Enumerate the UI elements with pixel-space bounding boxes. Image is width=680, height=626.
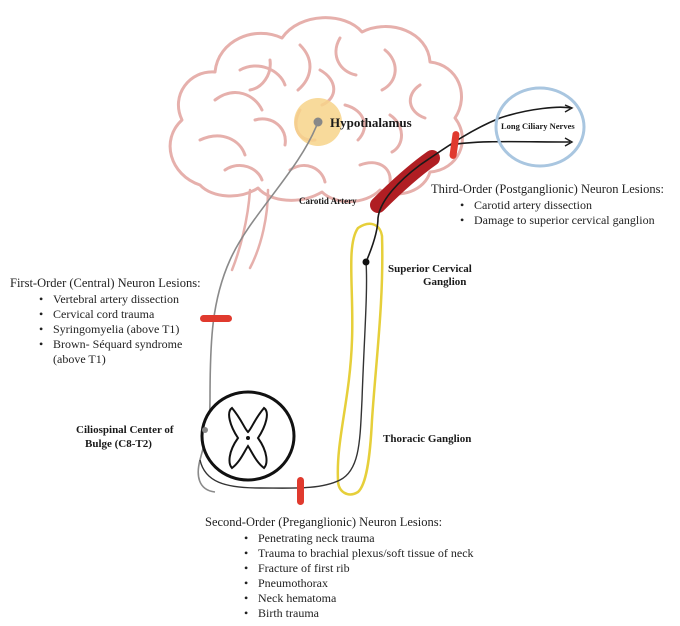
ciliospinal-node <box>202 427 208 433</box>
list-item: Vertebral artery dissection <box>39 292 243 307</box>
first-order-heading: First-Order (Central) Neuron Lesions: <box>10 276 201 290</box>
list-item: Pneumothorax <box>244 576 548 591</box>
third-order-neuron-branch <box>449 140 571 146</box>
list-item: Trauma to brachial plexus/soft tissue of… <box>244 546 548 561</box>
list-item: Damage to superior cervical ganglion <box>460 213 680 228</box>
ciliospinal-center-label-1: Ciliospinal Center of <box>76 424 174 436</box>
spinal-cord-icon <box>200 390 296 482</box>
thoracic-ganglion-label: Thoracic Ganglion <box>383 433 472 445</box>
carotid-artery-label: Carotid Artery <box>299 196 357 206</box>
lesion-mark-second-order <box>297 477 304 505</box>
sympathetic-chain <box>336 222 384 496</box>
superior-cervical-ganglion-label-1: Superior Cervical <box>388 263 472 275</box>
superior-cervical-ganglion-label-2: Ganglion <box>423 276 467 288</box>
list-item: Syringomyelia (above T1) <box>39 322 243 337</box>
superior-cervical-ganglion-node <box>362 258 370 266</box>
brain-icon <box>168 16 464 272</box>
third-order-list: Carotid artery dissection Damage to supe… <box>456 198 680 228</box>
list-item: Penetrating neck trauma <box>244 531 548 546</box>
list-item: Neck hematoma <box>244 591 548 606</box>
hypothalamus-label: Hypothalamus <box>330 115 412 130</box>
first-order-item-continuation: (above T1) <box>53 352 106 366</box>
carotid-artery <box>370 150 440 213</box>
list-item: Brown- Séquard syndrome <box>39 337 243 352</box>
third-order-neuron-path <box>365 106 571 263</box>
first-order-list: Vertebral artery dissection Cervical cor… <box>35 292 243 352</box>
long-ciliary-nerves-label: Long Ciliary Nerves <box>501 121 575 131</box>
list-item: Cervical cord trauma <box>39 307 243 322</box>
list-item: Birth trauma <box>244 606 548 621</box>
eye-icon <box>494 86 586 168</box>
second-order-list: Penetrating neck trauma Trauma to brachi… <box>240 531 548 621</box>
list-item: Carotid artery dissection <box>460 198 680 213</box>
third-order-heading: Third-Order (Postganglionic) Neuron Lesi… <box>431 182 664 196</box>
ciliospinal-center-label-2: Bulge (C8-T2) <box>85 438 152 450</box>
first-order-neuron-path <box>197 121 319 493</box>
list-item: Fracture of first rib <box>244 561 548 576</box>
second-order-neuron-path <box>199 261 368 489</box>
lesion-mark-third-order <box>449 131 460 159</box>
second-order-heading: Second-Order (Preganglionic) Neuron Lesi… <box>205 515 443 529</box>
